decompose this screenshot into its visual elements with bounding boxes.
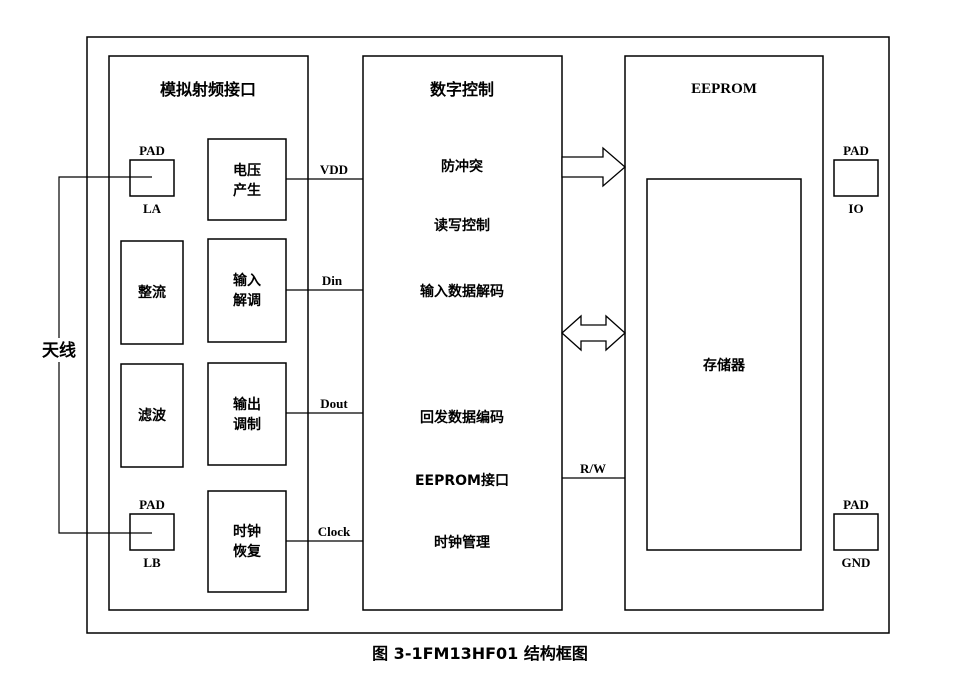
din-label: Din bbox=[322, 273, 343, 288]
voltage-gen-label-1: 电压 bbox=[233, 162, 261, 179]
output-mod-label-2: 调制 bbox=[233, 416, 261, 433]
figure-caption: 图 3-1FM13HF01 结构框图 bbox=[372, 644, 588, 663]
eeprom-interface-label: EEPROM接口 bbox=[415, 472, 509, 489]
rf-interface-block: 模拟射频接口 PAD LA PAD LB 整流 滤波 电压 产生 输入 解调 输… bbox=[108, 55, 309, 611]
rw-control-label: 读写控制 bbox=[434, 217, 490, 234]
pad-gnd-group: PAD GND bbox=[833, 497, 879, 570]
pad-lb bbox=[129, 513, 175, 551]
voltage-gen-block bbox=[207, 138, 287, 221]
rw-label: R/W bbox=[580, 461, 606, 476]
storage-label: 存储器 bbox=[703, 357, 746, 374]
clock-recovery-label-1: 时钟 bbox=[233, 523, 261, 540]
clock-recovery-block bbox=[207, 490, 287, 593]
pad-la bbox=[129, 159, 175, 197]
dout-label: Dout bbox=[320, 396, 348, 411]
eeprom-frame bbox=[624, 55, 824, 611]
right-arrow-icon bbox=[561, 146, 626, 188]
digital-control-frame bbox=[362, 55, 563, 611]
eeprom-title: EEPROM bbox=[691, 81, 757, 97]
antenna-label: 天线 bbox=[42, 340, 76, 361]
filter-label: 滤波 bbox=[138, 407, 167, 424]
clock-mgmt-label: 时钟管理 bbox=[434, 534, 490, 551]
anticollision-label: 防冲突 bbox=[441, 158, 483, 175]
pad-gnd-name: GND bbox=[842, 555, 871, 570]
input-demod-label-2: 解调 bbox=[233, 292, 261, 309]
pad-io-label: PAD bbox=[843, 143, 869, 158]
pad-la-name: LA bbox=[143, 201, 162, 216]
digital-control-block: 数字控制 防冲突 读写控制 输入数据解码 回发数据编码 EEPROM接口 时钟管… bbox=[362, 55, 563, 611]
rf-interface-frame bbox=[108, 55, 309, 611]
output-mod-block bbox=[207, 362, 287, 466]
input-demod-label-1: 输入 bbox=[233, 272, 261, 289]
outer-frame bbox=[86, 36, 890, 634]
rectifier-label: 整流 bbox=[137, 284, 166, 301]
pad-io bbox=[833, 159, 879, 197]
clock-label: Clock bbox=[318, 524, 351, 539]
input-demod-block bbox=[207, 238, 287, 343]
pad-lb-name: LB bbox=[143, 555, 161, 570]
output-mod-label-1: 输出 bbox=[233, 396, 261, 413]
vdd-label: VDD bbox=[320, 162, 348, 177]
antenna-wire-bottom bbox=[58, 362, 152, 534]
antenna-wire-top bbox=[58, 176, 152, 338]
pad-io-group: PAD IO bbox=[833, 143, 879, 216]
pad-la-label: PAD bbox=[139, 143, 165, 158]
rectifier-block bbox=[120, 240, 184, 345]
signal-lines: VDD Din Dout Clock bbox=[286, 162, 363, 542]
pad-gnd-label: PAD bbox=[843, 497, 869, 512]
rf-interface-title: 模拟射频接口 bbox=[160, 80, 256, 99]
eeprom-block: EEPROM 存储器 bbox=[624, 55, 824, 611]
voltage-gen-label-2: 产生 bbox=[233, 182, 261, 199]
clock-recovery-label-2: 恢复 bbox=[233, 543, 262, 560]
input-decode-label: 输入数据解码 bbox=[420, 283, 504, 300]
return-encode-label: 回发数据编码 bbox=[420, 409, 504, 426]
filter-block bbox=[120, 363, 184, 468]
pad-io-name: IO bbox=[848, 201, 863, 216]
storage-block bbox=[646, 178, 802, 551]
double-arrow-icon bbox=[561, 314, 626, 352]
digital-control-title: 数字控制 bbox=[430, 80, 494, 99]
antenna: 天线 bbox=[42, 176, 152, 534]
pad-gnd bbox=[833, 513, 879, 551]
pad-lb-label: PAD bbox=[139, 497, 165, 512]
